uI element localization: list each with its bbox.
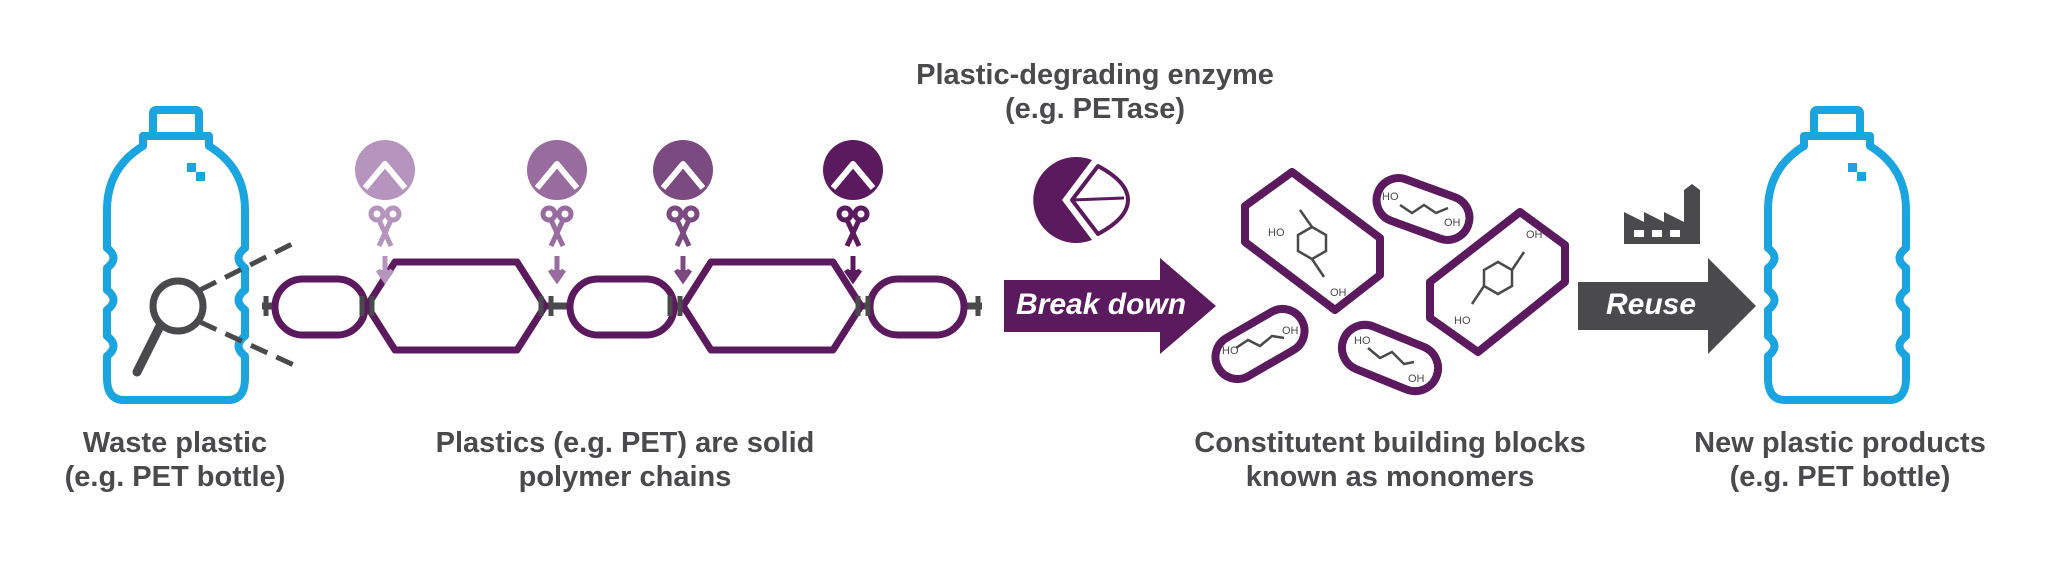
caption-line: (e.g. PETase)	[1005, 93, 1185, 125]
new-bottle-icon	[1764, 106, 1910, 404]
molecule-label: HO	[1454, 315, 1471, 327]
waste-plastic-caption: Waste plastic (e.g. PET bottle)	[35, 426, 315, 494]
polymer-chain-caption: Plastics (e.g. PET) are solid polymer ch…	[405, 426, 845, 494]
monomers-caption: Constitutent building blocks known as mo…	[1170, 426, 1610, 494]
enzyme-icon	[653, 140, 713, 200]
molecule-label: HO	[1382, 191, 1399, 203]
monomer-ethylene-glycol	[1337, 320, 1443, 396]
caption-line: (e.g. PET bottle)	[64, 461, 286, 493]
caption-line: polymer chains	[518, 461, 732, 493]
molecule-label: HO	[1222, 345, 1239, 357]
molecule-label: OH	[1282, 325, 1299, 337]
petase-enzyme-icon	[1033, 157, 1130, 243]
enzyme-icon	[527, 140, 587, 200]
enzyme-icon	[355, 140, 415, 200]
monomer-terephthalic-acid	[1426, 208, 1569, 356]
molecule-label: OH	[1444, 217, 1461, 229]
monomers-group	[1211, 168, 1569, 396]
reuse-arrow	[1578, 258, 1756, 354]
chain-link-small	[866, 275, 968, 339]
molecule-icon	[1235, 203, 1526, 366]
caption-line: Constitutent building blocks	[1194, 427, 1586, 459]
chain-link-small	[566, 275, 678, 339]
monomer-terephthalic-acid	[1241, 168, 1384, 314]
caption-line: (e.g. PET bottle)	[1729, 461, 1951, 493]
chain-link-large	[363, 258, 549, 354]
scissors-icon	[666, 205, 700, 285]
enzyme-cutting-group	[355, 140, 883, 285]
factory-icon	[1624, 184, 1700, 244]
scissors-icon	[836, 205, 870, 285]
polymer-chain	[262, 258, 982, 354]
molecule-label: HO	[1268, 227, 1285, 239]
reuse-label: Reuse	[1606, 288, 1697, 321]
break-down-arrow	[1004, 258, 1216, 354]
chain-link-small	[271, 275, 369, 339]
magnifier-icon	[132, 239, 298, 377]
molecule-label: HO	[1354, 335, 1371, 347]
waste-bottle-icon	[103, 106, 249, 404]
chain-link-large	[679, 258, 865, 354]
monomer-ethylene-glycol	[1372, 174, 1474, 244]
caption-line: Waste plastic	[82, 427, 268, 459]
enzyme-caption: Plastic-degrading enzyme (e.g. PETase)	[905, 58, 1285, 126]
scissors-icon	[368, 205, 402, 285]
molecule-label: OH	[1408, 373, 1425, 385]
molecule-label: OH	[1330, 287, 1347, 299]
scissors-icon	[540, 205, 574, 285]
caption-line: Plastics (e.g. PET) are solid	[435, 427, 815, 459]
caption-line: known as monomers	[1245, 461, 1535, 493]
enzyme-icon	[823, 140, 883, 200]
new-products-caption: New plastic products (e.g. PET bottle)	[1680, 426, 2000, 494]
caption-line: New plastic products	[1694, 427, 1986, 459]
molecule-label: OH	[1526, 229, 1543, 241]
caption-line: Plastic-degrading enzyme	[916, 59, 1274, 91]
monomer-ethylene-glycol	[1211, 305, 1309, 384]
break-down-label: Break down	[1016, 288, 1187, 321]
